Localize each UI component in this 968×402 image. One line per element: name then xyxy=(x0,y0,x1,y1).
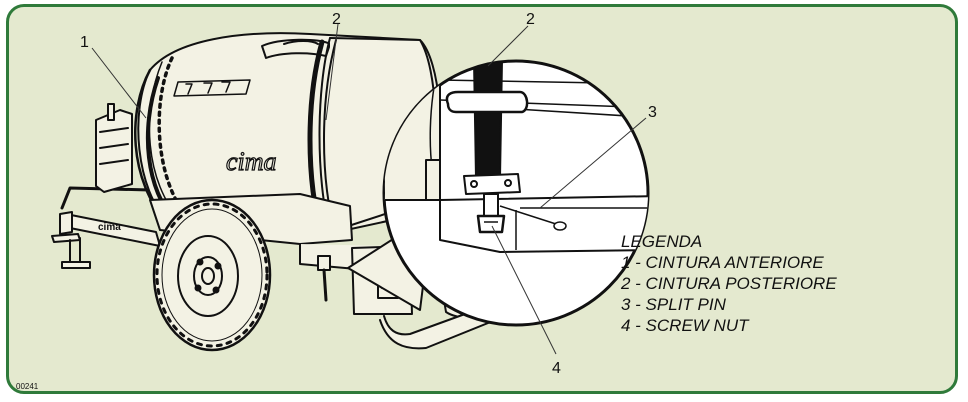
legend-item-1: 1 - CINTURA ANTERIORE xyxy=(621,253,824,272)
legend-title: LEGENDA xyxy=(621,232,703,251)
cima-logo: cima xyxy=(226,147,277,176)
callout-2-detail: 2 xyxy=(526,11,535,28)
legend-item-3: 3 - SPLIT PIN xyxy=(621,295,726,314)
callout-4: 4 xyxy=(552,360,561,377)
legend-item-4: 4 - SCREW NUT xyxy=(621,316,749,335)
cima-small-logo: cima xyxy=(98,222,121,233)
callout-1: 1 xyxy=(80,34,89,51)
legend: LEGENDA 1 - CINTURA ANTERIORE 2 - CINTUR… xyxy=(621,231,837,336)
leader-lines xyxy=(91,23,647,355)
detail-magnifier xyxy=(382,59,650,327)
legend-item-2: 2 - CINTURA POSTERIORE xyxy=(621,274,837,293)
figure-code: 00241 xyxy=(16,382,39,391)
callout-3: 3 xyxy=(648,104,657,121)
callout-2-main: 2 xyxy=(332,11,341,28)
